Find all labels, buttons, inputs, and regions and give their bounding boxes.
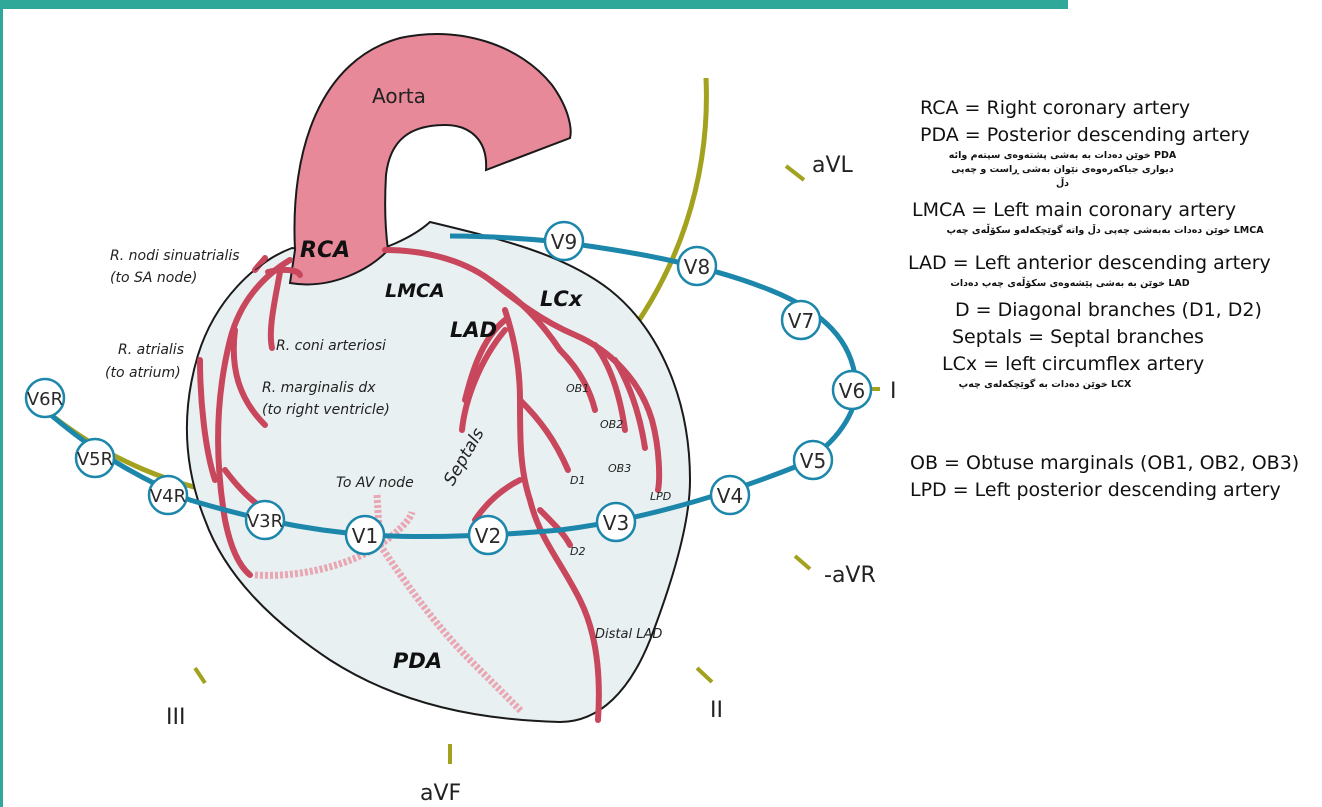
svg-text:V6R: V6R bbox=[27, 389, 63, 410]
svg-text:V7: V7 bbox=[788, 309, 814, 333]
legend-septals: Septals = Septal branches bbox=[952, 324, 1320, 351]
svg-text:V2: V2 bbox=[475, 524, 501, 548]
label-avf: aVF bbox=[420, 781, 461, 806]
svg-text:V6: V6 bbox=[839, 379, 865, 403]
lead-v9: V9 bbox=[545, 222, 583, 260]
legend-pda-ku-3: دڵ bbox=[900, 177, 1225, 191]
label-iii: III bbox=[166, 705, 185, 730]
legend-rca: RCA = Right coronary artery bbox=[920, 95, 1320, 122]
svg-text:V4R: V4R bbox=[150, 486, 186, 507]
legend-pda-ku-1: PDA خوێن دەدات بە بەشی پشتەوەی سپتەم وائ… bbox=[900, 149, 1225, 163]
label-r-marg-2: (to right ventricle) bbox=[262, 402, 390, 418]
svg-text:V5R: V5R bbox=[77, 449, 113, 470]
svg-text:V1: V1 bbox=[352, 524, 378, 548]
svg-text:V5: V5 bbox=[800, 449, 826, 473]
legend-lad: LAD = Left anterior descending artery bbox=[908, 250, 1320, 277]
lead-v3r: V3R bbox=[246, 501, 284, 539]
label-lcx: LCx bbox=[540, 287, 584, 311]
legend-lpd: LPD = Left posterior descending artery bbox=[910, 477, 1320, 504]
legend-d: D = Diagonal branches (D1, D2) bbox=[955, 297, 1320, 324]
label-lad: LAD bbox=[450, 318, 497, 342]
legend-lcx: LCx = left circumflex artery bbox=[942, 351, 1320, 378]
label-r-atrialis-2: (to atrium) bbox=[105, 365, 181, 381]
svg-text:V9: V9 bbox=[551, 230, 577, 254]
label-d1: D1 bbox=[570, 474, 585, 487]
label-ob1: OB1 bbox=[566, 382, 589, 395]
svg-text:V8: V8 bbox=[684, 255, 710, 279]
legend-lad-ku: LAD خوێن بە بەشی پێشەوەی سکۆڵەی چەپ دەدا… bbox=[900, 277, 1240, 291]
label-to-av: To AV node bbox=[336, 475, 414, 491]
label-ii: II bbox=[710, 698, 723, 723]
label-r-nodi-2: (to SA node) bbox=[110, 270, 197, 286]
lead-v1: V1 bbox=[346, 516, 384, 554]
svg-text:V4: V4 bbox=[717, 484, 743, 508]
lead-v5r: V5R bbox=[76, 439, 114, 477]
label-avl: aVL bbox=[812, 153, 854, 178]
lead-v4: V4 bbox=[711, 476, 749, 514]
label-pda: PDA bbox=[393, 649, 442, 673]
legend-pda: PDA = Posterior descending artery bbox=[920, 122, 1320, 149]
lead-v4r: V4R bbox=[149, 476, 187, 514]
label-ob2: OB2 bbox=[600, 418, 623, 431]
label-rca: RCA bbox=[300, 238, 350, 263]
label-r-atrialis-1: R. atrialis bbox=[118, 342, 184, 358]
legend: RCA = Right coronary artery PDA = Poster… bbox=[900, 95, 1320, 504]
label-neg-avr: -aVR bbox=[824, 563, 876, 588]
label-i: I bbox=[890, 379, 897, 404]
label-r-marg-1: R. marginalis dx bbox=[262, 380, 376, 396]
legend-pda-ku-2: دیواری جیاکەرەوەی نێوان بەشی ڕاست و چەپی bbox=[900, 163, 1225, 177]
legend-ob: OB = Obtuse marginals (OB1, OB2, OB3) bbox=[910, 450, 1320, 477]
lead-v2: V2 bbox=[469, 516, 507, 554]
label-distal-lad: Distal LAD bbox=[595, 627, 662, 642]
svg-text:V3R: V3R bbox=[247, 511, 283, 532]
legend-lmca: LMCA = Left main coronary artery bbox=[912, 197, 1320, 224]
lead-v7: V7 bbox=[782, 301, 820, 339]
lead-v6r: V6R bbox=[26, 379, 64, 417]
legend-lcx-ku: LCX خوێن دەدات بە گوێچکەلەی چەپ bbox=[900, 378, 1190, 392]
lead-v5: V5 bbox=[794, 441, 832, 479]
legend-lmca-ku: LMCA خوێن دەدات بەبەشی چەپی دڵ واتە گوێچ… bbox=[900, 224, 1310, 238]
label-r-coni: R. coni arteriosi bbox=[276, 338, 386, 354]
label-lpd: LPD bbox=[650, 490, 671, 503]
lead-v6: V6 bbox=[833, 371, 871, 409]
svg-text:V3: V3 bbox=[603, 511, 629, 535]
label-lmca: LMCA bbox=[385, 280, 445, 302]
label-r-nodi-1: R. nodi sinuatrialis bbox=[110, 248, 240, 264]
label-aorta: Aorta bbox=[372, 84, 426, 108]
lead-v3: V3 bbox=[597, 503, 635, 541]
label-ob3: OB3 bbox=[608, 462, 631, 475]
label-d2: D2 bbox=[570, 545, 585, 558]
lead-v8: V8 bbox=[678, 247, 716, 285]
